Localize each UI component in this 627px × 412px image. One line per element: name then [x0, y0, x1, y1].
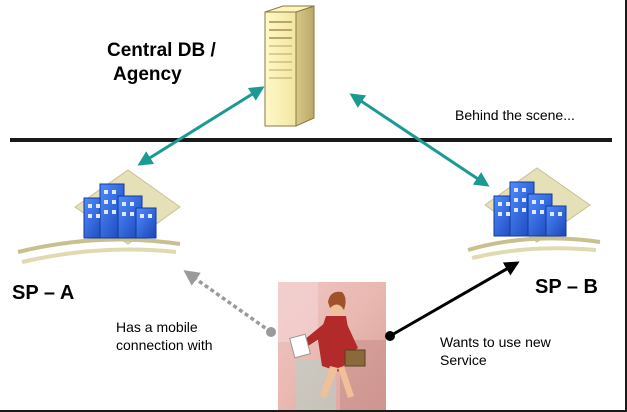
dot-left [266, 327, 276, 337]
central-db-title-line2: Agency [113, 64, 182, 85]
server-icon [264, 5, 315, 127]
note-right-line2: Service [440, 352, 487, 368]
person-illustration [278, 282, 386, 410]
sp-b-label: SP – B [535, 276, 598, 298]
arrow-person-to-sp-a [183, 270, 273, 334]
note-right-line1: Wants to use new [440, 334, 551, 350]
dot-right [385, 331, 395, 341]
behind-scene-label: Behind the scene... [455, 107, 575, 123]
arrow-db-to-sp-b [349, 93, 490, 187]
arrow-db-to-sp-a [137, 86, 265, 166]
arrow-person-to-sp-b [389, 261, 520, 338]
sp-a-label: SP – A [12, 282, 75, 304]
sp-a-building-icon [17, 169, 181, 264]
sp-b-building-icon [467, 167, 601, 260]
note-left-line2: connection with [116, 337, 213, 353]
note-left-line1: Has a mobile [116, 319, 198, 335]
central-db-title-line1: Central DB / [107, 40, 216, 61]
